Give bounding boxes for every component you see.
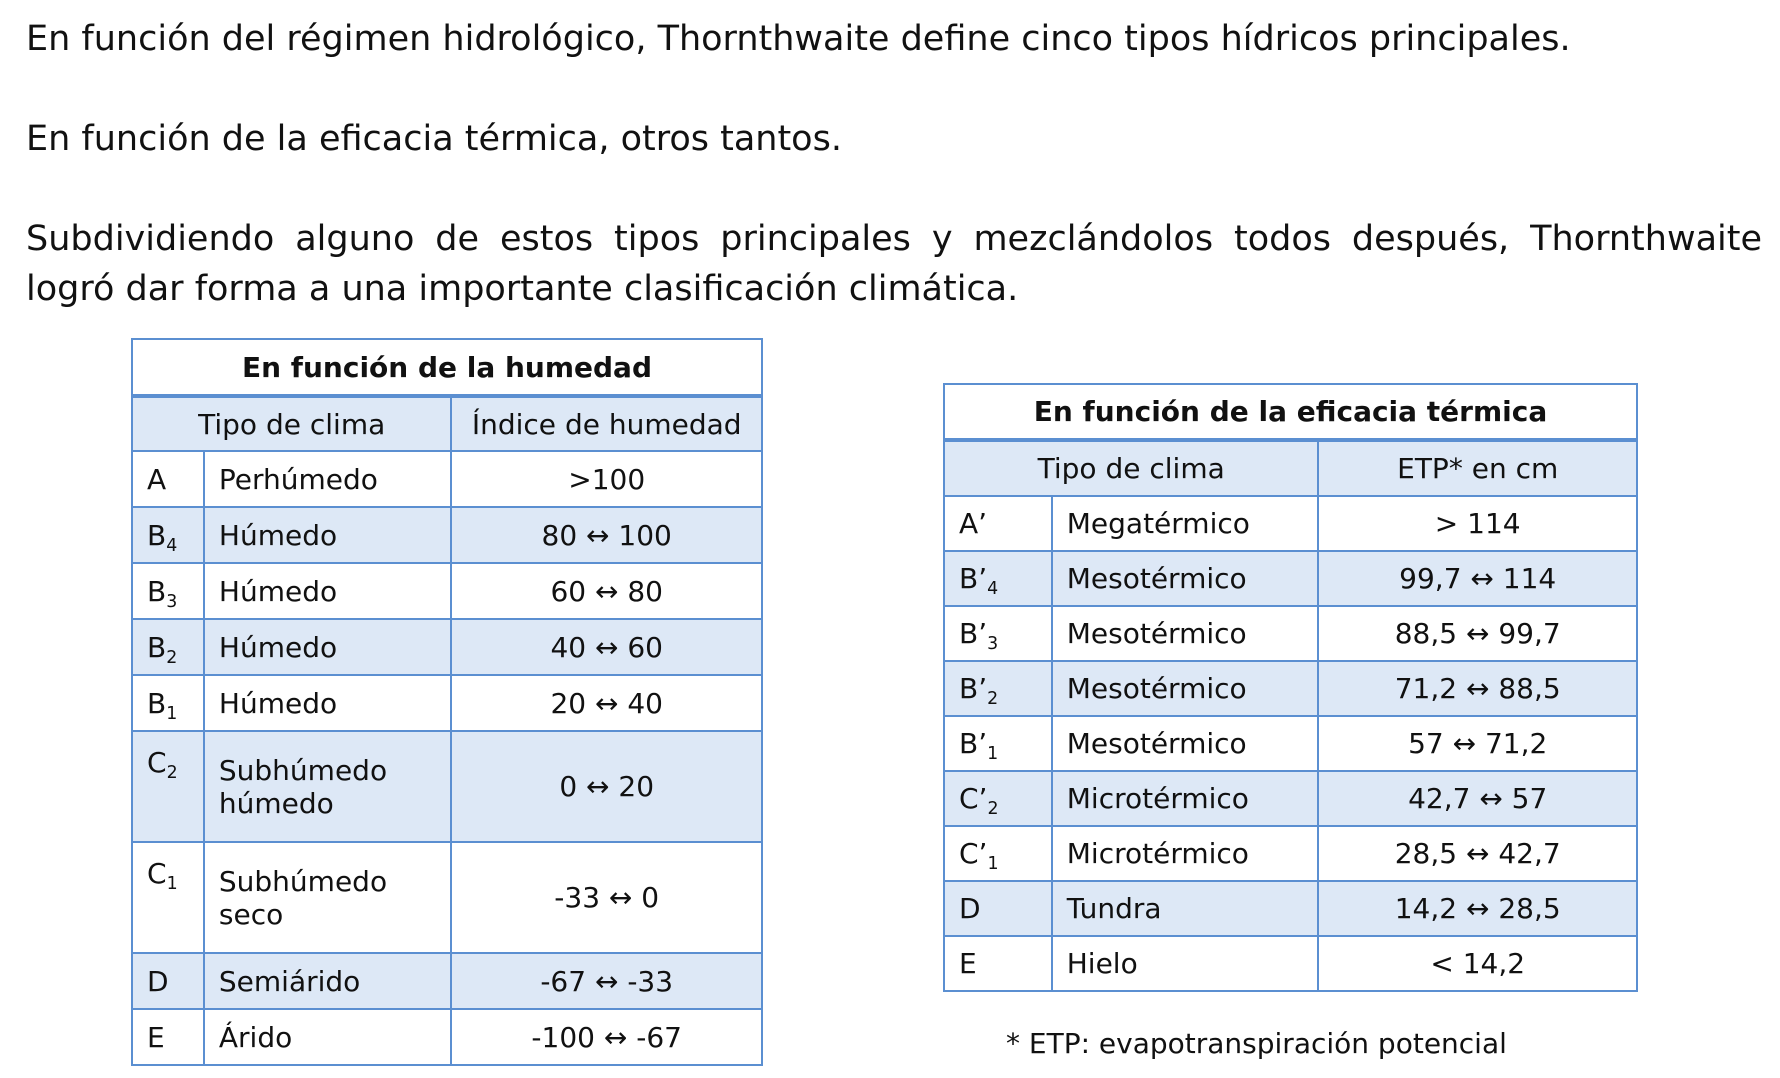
etp-range: 42,7 ↔ 57: [1317, 770, 1638, 827]
thermal-col-type-header: Tipo de clima: [942, 439, 1320, 497]
humidity-col-type-header: Tipo de clima: [130, 395, 453, 452]
climate-name: Megatérmico: [1050, 495, 1320, 552]
climate-code: B3: [131, 562, 205, 620]
climate-code: B’3: [943, 605, 1053, 662]
climate-name: Húmedo: [202, 674, 453, 732]
humidity-index-range: -33 ↔ 0: [450, 841, 763, 954]
climate-code: D: [131, 952, 205, 1010]
humidity-col-index-header: Índice de humedad: [450, 395, 763, 452]
climate-name: Húmedo: [202, 506, 453, 564]
humidity-index-range: 60 ↔ 80: [450, 562, 763, 620]
climate-code: E: [131, 1008, 205, 1066]
humidity-index-range: -67 ↔ -33: [450, 952, 763, 1010]
etp-range: 57 ↔ 71,2: [1317, 715, 1638, 772]
intro-paragraph-thermal: En función de la eficacia térmica, otros…: [26, 119, 842, 159]
etp-range: 99,7 ↔ 114: [1317, 550, 1638, 607]
climate-code: B2: [131, 618, 205, 676]
climate-name: Perhúmedo: [202, 450, 453, 508]
intro-paragraph-hydrology: En función del régimen hidrológico, Thor…: [26, 19, 1571, 59]
climate-name: Mesotérmico: [1050, 660, 1320, 717]
etp-footnote: * ETP: evapotranspiración potencial: [1006, 1027, 1507, 1060]
humidity-index-range: 20 ↔ 40: [450, 674, 763, 732]
etp-range: 28,5 ↔ 42,7: [1317, 825, 1638, 882]
climate-name: Subhúmedo húmedo: [202, 730, 453, 843]
humidity-table: En función de la humedad Tipo de clima Í…: [130, 338, 763, 1066]
climate-name: Semiárido: [202, 952, 453, 1010]
climate-code: C’1: [943, 825, 1053, 882]
climate-code: A: [131, 450, 205, 508]
thermal-efficiency-table: En función de la eficacia térmica Tipo d…: [942, 383, 1638, 992]
climate-name: Mesotérmico: [1050, 550, 1320, 607]
climate-name: Húmedo: [202, 618, 453, 676]
climate-name: Tundra: [1050, 880, 1320, 937]
climate-code: B’1: [943, 715, 1053, 772]
climate-name: Hielo: [1050, 935, 1320, 992]
humidity-index-range: >100: [450, 450, 763, 508]
climate-name: Árido: [202, 1008, 453, 1066]
humidity-index-range: 40 ↔ 60: [450, 618, 763, 676]
climate-name: Subhúmedo seco: [202, 841, 453, 954]
climate-name: Mesotérmico: [1050, 715, 1320, 772]
climate-code: C’2: [943, 770, 1053, 827]
intro-paragraph-classification: Subdividiendo alguno de estos tipos prin…: [26, 219, 1762, 309]
climate-name: Húmedo: [202, 562, 453, 620]
etp-range: 88,5 ↔ 99,7: [1317, 605, 1638, 662]
climate-name: Microtérmico: [1050, 770, 1320, 827]
humidity-index-range: -100 ↔ -67: [450, 1008, 763, 1066]
climate-code: B’2: [943, 660, 1053, 717]
climate-code: B1: [131, 674, 205, 732]
climate-code: A’: [943, 495, 1053, 552]
etp-range: > 114: [1317, 495, 1638, 552]
climate-code: E: [943, 935, 1053, 992]
thermal-col-etp-header: ETP* en cm: [1317, 439, 1638, 497]
etp-range: 71,2 ↔ 88,5: [1317, 660, 1638, 717]
climate-code: B’4: [943, 550, 1053, 607]
climate-code: B4: [131, 506, 205, 564]
climate-name: Microtérmico: [1050, 825, 1320, 882]
climate-code: C2: [131, 730, 205, 843]
humidity-index-range: 0 ↔ 20: [450, 730, 763, 843]
thermal-table-title: En función de la eficacia térmica: [943, 383, 1638, 442]
humidity-index-range: 80 ↔ 100: [450, 506, 763, 564]
climate-name: Mesotérmico: [1050, 605, 1320, 662]
climate-code: C1: [131, 841, 205, 954]
etp-range: < 14,2: [1317, 935, 1638, 992]
etp-range: 14,2 ↔ 28,5: [1317, 880, 1638, 937]
humidity-table-title: En función de la humedad: [131, 338, 763, 398]
climate-code: D: [943, 880, 1053, 937]
